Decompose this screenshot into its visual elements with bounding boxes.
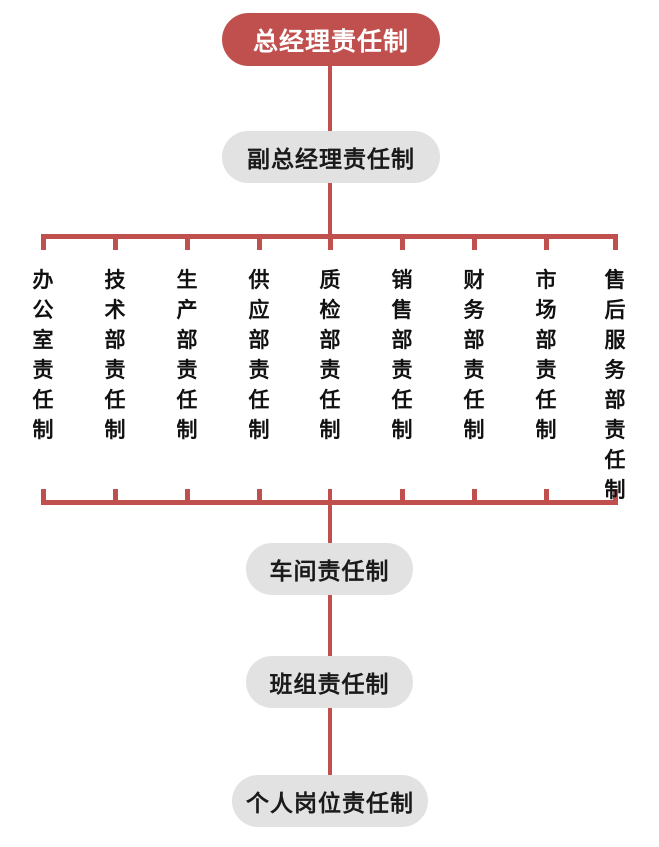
dept-char: 制 — [463, 418, 485, 442]
connector-team-to-individual — [328, 705, 332, 779]
bus-tick-bottom-8 — [544, 489, 549, 505]
dept-char: 制 — [248, 418, 270, 442]
bus-tick-bottom-9 — [613, 489, 618, 505]
dept-char: 应 — [248, 298, 270, 322]
dept-char: 任 — [391, 388, 413, 412]
dept-char: 任 — [319, 388, 341, 412]
connector-root-to-deputy — [328, 62, 332, 135]
dept-char: 财 — [463, 268, 485, 292]
dept-char: 公 — [32, 298, 54, 322]
dept-char: 任 — [176, 388, 198, 412]
node-team[interactable]: 班组责任制 — [246, 656, 413, 708]
dept-char: 技 — [104, 268, 126, 292]
department-label-office[interactable]: 办 公 室 责 任 制 — [28, 265, 58, 445]
dept-char: 责 — [319, 358, 341, 382]
dept-char: 责 — [32, 358, 54, 382]
dept-char: 销 — [391, 268, 413, 292]
dept-char: 制 — [604, 478, 626, 502]
dept-char: 任 — [248, 388, 270, 412]
bus-tick-top-2 — [113, 234, 118, 250]
dept-char: 部 — [604, 388, 626, 412]
bus-tick-top-9 — [613, 234, 618, 250]
dept-char: 售 — [604, 268, 626, 292]
dept-char: 责 — [104, 358, 126, 382]
bus-tick-top-1 — [41, 234, 46, 250]
bus-tick-bottom-3 — [185, 489, 190, 505]
dept-char: 部 — [535, 328, 557, 352]
department-label-sales[interactable]: 销 售 部 责 任 制 — [387, 265, 417, 445]
dept-char: 务 — [463, 298, 485, 322]
bus-tick-top-5 — [328, 234, 333, 250]
dept-char: 任 — [104, 388, 126, 412]
department-label-quality-inspection[interactable]: 质 检 部 责 任 制 — [315, 265, 345, 445]
bus-tick-bottom-2 — [113, 489, 118, 505]
dept-char: 责 — [176, 358, 198, 382]
dept-char: 责 — [391, 358, 413, 382]
node-general-manager[interactable]: 总经理责任制 — [222, 13, 440, 66]
dept-char: 制 — [176, 418, 198, 442]
bus-tick-top-3 — [185, 234, 190, 250]
dept-char: 制 — [104, 418, 126, 442]
dept-char: 制 — [32, 418, 54, 442]
node-deputy-general-manager[interactable]: 副总经理责任制 — [222, 131, 440, 183]
bus-tick-bottom-1 — [41, 489, 46, 505]
department-label-marketing[interactable]: 市 场 部 责 任 制 — [531, 265, 561, 445]
dept-char: 部 — [248, 328, 270, 352]
dept-char: 产 — [176, 298, 198, 322]
dept-char: 责 — [463, 358, 485, 382]
dept-char: 制 — [319, 418, 341, 442]
dept-char: 服 — [604, 328, 626, 352]
dept-char: 务 — [604, 358, 626, 382]
department-label-supply[interactable]: 供 应 部 责 任 制 — [244, 265, 274, 445]
dept-char: 制 — [391, 418, 413, 442]
bus-tick-bottom-6 — [400, 489, 405, 505]
dept-char: 责 — [248, 358, 270, 382]
dept-char: 部 — [104, 328, 126, 352]
dept-char: 部 — [463, 328, 485, 352]
dept-char: 任 — [604, 448, 626, 472]
dept-char: 责 — [604, 418, 626, 442]
connector-deputy-to-department-bus — [328, 179, 332, 239]
dept-char: 市 — [535, 268, 557, 292]
dept-char: 售 — [391, 298, 413, 322]
dept-char: 任 — [535, 388, 557, 412]
dept-char: 任 — [32, 388, 54, 412]
node-individual-post[interactable]: 个人岗位责任制 — [232, 775, 428, 827]
dept-char: 办 — [32, 268, 54, 292]
department-label-finance[interactable]: 财 务 部 责 任 制 — [459, 265, 489, 445]
connector-workshop-to-team — [328, 592, 332, 660]
dept-char: 部 — [319, 328, 341, 352]
dept-char: 质 — [319, 268, 341, 292]
bus-tick-top-8 — [544, 234, 549, 250]
dept-char: 室 — [32, 328, 54, 352]
bus-tick-top-6 — [400, 234, 405, 250]
bus-tick-top-7 — [472, 234, 477, 250]
bus-tick-bottom-4 — [257, 489, 262, 505]
dept-char: 制 — [535, 418, 557, 442]
bus-tick-top-4 — [257, 234, 262, 250]
dept-char: 场 — [535, 298, 557, 322]
bus-tick-bottom-7 — [472, 489, 477, 505]
dept-char: 后 — [604, 298, 626, 322]
dept-char: 责 — [535, 358, 557, 382]
node-workshop[interactable]: 车间责任制 — [246, 543, 413, 595]
connector-bus-to-workshop — [328, 489, 332, 547]
department-label-technology[interactable]: 技 术 部 责 任 制 — [100, 265, 130, 445]
department-label-production[interactable]: 生 产 部 责 任 制 — [172, 265, 202, 445]
dept-char: 检 — [319, 298, 341, 322]
dept-char: 部 — [176, 328, 198, 352]
dept-char: 术 — [104, 298, 126, 322]
dept-char: 部 — [391, 328, 413, 352]
dept-char: 生 — [176, 268, 198, 292]
dept-char: 供 — [248, 268, 270, 292]
dept-char: 任 — [463, 388, 485, 412]
department-label-after-sales-service[interactable]: 售 后 服 务 部 责 任 制 — [600, 265, 630, 505]
